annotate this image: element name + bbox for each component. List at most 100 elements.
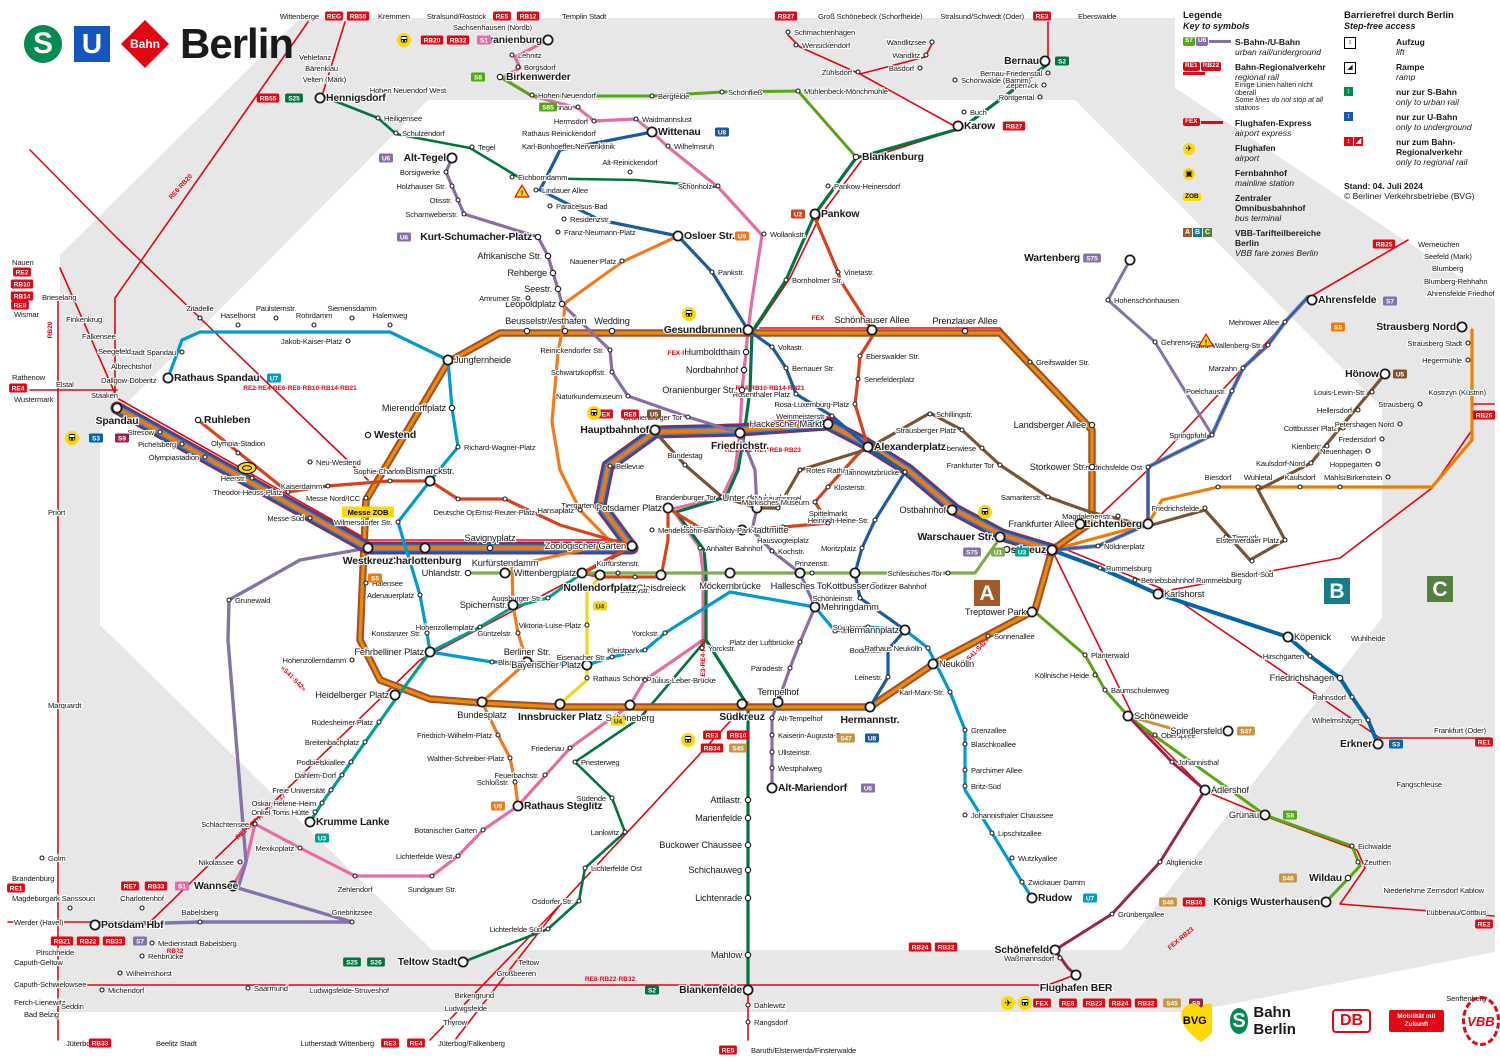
- line-badge: RE2: [13, 267, 31, 277]
- station-dot: [655, 569, 667, 581]
- station-label: Ahrensfelde Friedhof: [1427, 289, 1496, 298]
- svg-text:S5: S5: [1334, 324, 1342, 331]
- svg-text:U7: U7: [270, 375, 279, 382]
- station-label: Samariterstr.: [1001, 493, 1042, 502]
- transit-line: [1126, 714, 1230, 733]
- station-label: Lankwitz: [591, 828, 620, 837]
- station-dot: [521, 656, 533, 668]
- station: Hohenzollernplatz: [415, 622, 483, 633]
- svg-text:U6: U6: [400, 234, 409, 241]
- station-label: Mexikoplatz: [256, 844, 295, 853]
- legend-item-symbol: ◢: [1344, 62, 1396, 74]
- station-dot: [665, 143, 671, 149]
- station: Louis-Lewin-Str.: [1313, 387, 1375, 398]
- station-dot: [797, 467, 803, 473]
- station-dot: [554, 698, 566, 710]
- station: Attilastr.: [709, 794, 752, 806]
- station-dot: [609, 654, 615, 660]
- svg-text:S7: S7: [1386, 298, 1394, 305]
- station-label: Haselhorst: [221, 311, 257, 320]
- station: Schwartzkopffstr.: [550, 367, 615, 378]
- station-label: Kottbusser Tor: [826, 581, 884, 591]
- route-code-label: RB22: [167, 948, 184, 955]
- station: Feuerbachstr.: [493, 770, 548, 781]
- station-label: Birkenwerder: [506, 72, 571, 83]
- airport-icon: ✈: [1183, 142, 1195, 155]
- station: Rosenthaler Platz: [732, 389, 799, 400]
- station-dot: [549, 269, 557, 277]
- svg-text:S8: S8: [1286, 812, 1294, 819]
- station-label: Hohen Neuendorf: [538, 91, 597, 100]
- svg-text:S45: S45: [732, 745, 744, 752]
- station-label: Bad Belzig: [24, 1010, 59, 1019]
- station: Mehringdamm: [809, 601, 880, 613]
- station: Heerstr.: [220, 473, 255, 484]
- station: Tierpark: [1223, 532, 1260, 543]
- station: Magdeburg: [11, 893, 50, 904]
- station-dot: [349, 315, 355, 321]
- station-dot: [1169, 759, 1175, 765]
- svg-text:A: A: [979, 582, 994, 605]
- transit-line: [114, 21, 309, 399]
- station-dot: [1070, 969, 1082, 981]
- station-label: Wutzkyallee: [1018, 854, 1057, 863]
- station-label: Rosenthaler Platz: [733, 390, 791, 399]
- station-label: Brandenburg: [12, 874, 54, 883]
- station: Grünau: [1228, 809, 1271, 821]
- station-label: Cottbusser Platz: [1284, 424, 1338, 433]
- station-dot: [545, 595, 551, 601]
- svg-text:RB32: RB32: [450, 37, 467, 44]
- station: Kienberg: [1291, 441, 1330, 452]
- station-label: Walther-Schreiber-Platz: [427, 754, 504, 763]
- legend-square-icon: ↕: [1344, 87, 1353, 96]
- mainline-station-icon: [397, 33, 411, 47]
- station-dot: [822, 418, 834, 430]
- station-label: Karow: [964, 121, 996, 132]
- station-dot: [772, 696, 784, 708]
- station-label: Museumsinsel: [755, 494, 802, 503]
- station: Fangschleuse: [1395, 779, 1443, 790]
- legend-item-symbol: ✈: [1183, 142, 1235, 155]
- line-badge: S8: [471, 72, 485, 82]
- station-dot: [946, 504, 958, 516]
- station: Halemweg: [372, 310, 409, 328]
- station: Frankfurt (Oder): [1433, 725, 1488, 736]
- station-dot: [477, 624, 483, 630]
- station: Moritzplatz: [820, 543, 865, 554]
- station-dot: [345, 338, 351, 344]
- station: Caputh-Geltow: [13, 957, 65, 968]
- station-label: Alexanderplatz: [874, 442, 946, 453]
- station: Strausberger Platz: [895, 425, 965, 436]
- station-label: Jüterbog/Falkenberg: [438, 1039, 505, 1048]
- station-dot: [627, 169, 633, 175]
- legend-item-symbol: ↕: [1344, 37, 1396, 49]
- station-label: Saarmund: [254, 984, 288, 993]
- station: Jannowitzbrücke: [844, 467, 908, 478]
- station-label: Waßmannsdorf: [1004, 954, 1055, 963]
- station-dot: [455, 496, 461, 502]
- station-dot: [825, 484, 831, 490]
- line-badge: RB26: [1472, 410, 1496, 420]
- station: Rathenow: [11, 372, 47, 383]
- station-dot: [1379, 436, 1385, 442]
- station-label: Blankenburg: [862, 152, 924, 163]
- station-label: Velten (Mark): [303, 75, 347, 84]
- station-label: Lübbenau/Cottbus: [1426, 908, 1486, 917]
- station: Alt-Tempelhof: [769, 713, 825, 724]
- station-label: Großbeeren: [497, 969, 536, 978]
- station-label: Parchimer Allee: [971, 766, 1022, 775]
- line-badge: U8: [865, 733, 879, 743]
- station: Rathaus Steglitz: [512, 800, 604, 813]
- station-dot: [529, 92, 535, 98]
- station-dot: [952, 120, 964, 132]
- station-dot: [319, 800, 325, 806]
- station-dot: [857, 595, 863, 601]
- station: Birkenstein: [1345, 472, 1391, 483]
- station-label: Nauen: [12, 258, 34, 267]
- station-dot: [1229, 388, 1235, 394]
- svg-text:RB25: RB25: [1376, 241, 1393, 248]
- station-dot: [1355, 859, 1361, 865]
- station-dot: [509, 52, 515, 58]
